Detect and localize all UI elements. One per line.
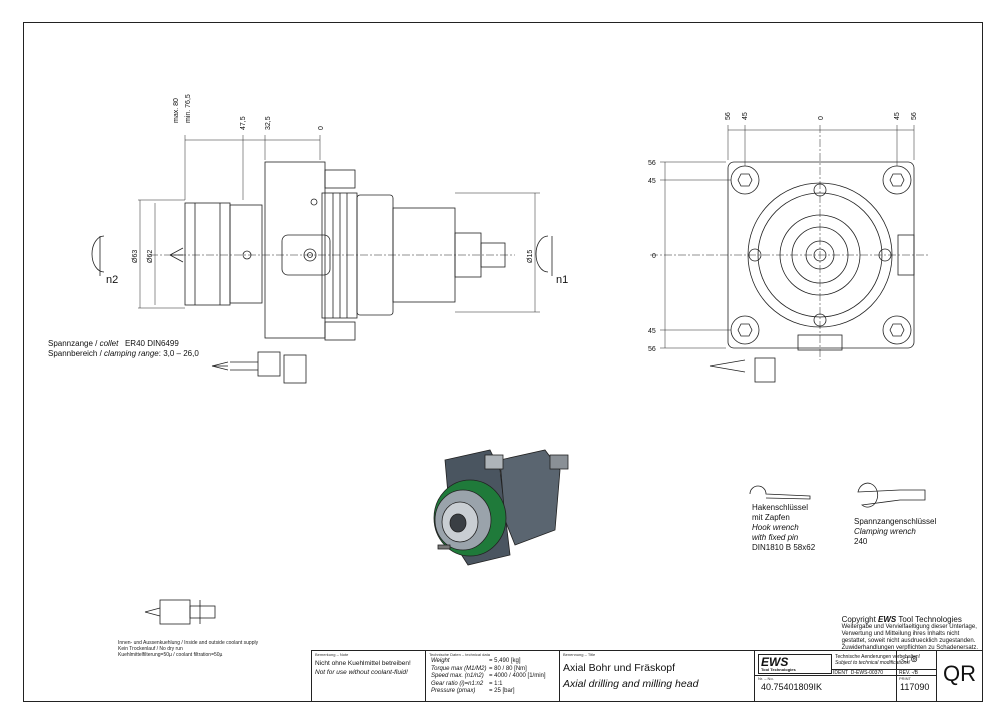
- dim-r-top-0: 56: [725, 112, 732, 120]
- part-number: 40.75401809IK: [761, 682, 823, 692]
- isometric-render: [433, 449, 569, 566]
- company-logo: EWS: [761, 655, 789, 669]
- dim-min765: min. 76,5: [185, 94, 192, 123]
- dim-0-left: 0: [318, 126, 325, 130]
- clamping-wrench-label: Spannzangenschlüssel Clamping wrench 240: [854, 517, 937, 546]
- label-n2: n2: [106, 274, 118, 286]
- flange-circle-outer: [747, 182, 893, 328]
- coolant-block: [281, 234, 331, 276]
- dim-r-top-3: 45: [894, 112, 901, 120]
- dim-r-left-4: 56: [648, 346, 656, 353]
- dim-r-left-2: 0: [652, 253, 656, 260]
- coolant-notes: Innen- und Aussenkuehlung / Inside and o…: [118, 640, 259, 658]
- collet-line: Spannzange / collet ER40 DIN6499: [48, 339, 179, 348]
- drawing-title-en: Axial drilling and milling head: [563, 678, 699, 690]
- shank-n1: [480, 242, 506, 268]
- print-number: 117090: [900, 682, 930, 692]
- spindle-nose: [229, 204, 263, 304]
- projection-symbol: ◁ ⊚: [901, 654, 918, 664]
- rotation-arrow-n2: [91, 235, 105, 273]
- hook-wrench-label: Hakenschlüssel mit Zapfen Hook wrench wi…: [752, 503, 816, 552]
- clamping-range-line: Spannbereich / clamping range: 3,0 – 26,…: [48, 349, 199, 358]
- rev-cell: ◁ ⊚ REV. -/B PRINT 117090: [896, 651, 937, 701]
- clamping-wrench-icon: [857, 482, 926, 508]
- drawing-title-cell: Benennung – Title Axial Bohr und Fräskop…: [559, 651, 754, 701]
- company-cell: EWS Tool Technologies Technische Aenderu…: [754, 651, 935, 701]
- dim-r-left-1: 45: [648, 178, 656, 185]
- housing-front: [264, 161, 326, 339]
- dim-dia15: Ø15: [527, 250, 534, 263]
- rotation-arrow-n1: [535, 235, 549, 273]
- qr-label: QR: [943, 661, 976, 686]
- remark-cell: Bemerkung – Note Nicht ohne Kuehlmittel …: [315, 652, 411, 676]
- dim-r-top-4: 56: [911, 112, 918, 120]
- corner-bolt-tl: [730, 165, 760, 195]
- coolant-fitting-front: [754, 357, 776, 383]
- dim-r-left-3: 45: [648, 328, 656, 335]
- dim-max80: max. 80: [173, 98, 180, 123]
- dim-325: 32,5: [265, 116, 272, 130]
- dim-dia63: Ø63: [132, 250, 139, 263]
- dim-r-top-2: 0: [818, 116, 825, 120]
- dim-dia62: Ø62: [147, 250, 154, 263]
- collet-nut: [184, 202, 231, 306]
- qr-cell: QR: [936, 651, 982, 701]
- dim-475: 47,5: [240, 116, 247, 130]
- coolant-schematic: [144, 599, 216, 625]
- tech-data-cell: Technische Daten – technical data Weight…: [425, 651, 559, 701]
- dim-r-left-0: 56: [648, 160, 656, 167]
- title-block: Bemerkung – Note Nicht ohne Kuehlmittel …: [311, 650, 983, 702]
- copyright-block: Copyright EWS Tool Technologies Weiterga…: [841, 615, 978, 652]
- label-n1: n1: [556, 274, 568, 286]
- dim-r-top-1: 45: [742, 112, 749, 120]
- hook-wrench-icon: [749, 485, 811, 500]
- drawing-title-de: Axial Bohr und Fräskopf: [563, 662, 676, 674]
